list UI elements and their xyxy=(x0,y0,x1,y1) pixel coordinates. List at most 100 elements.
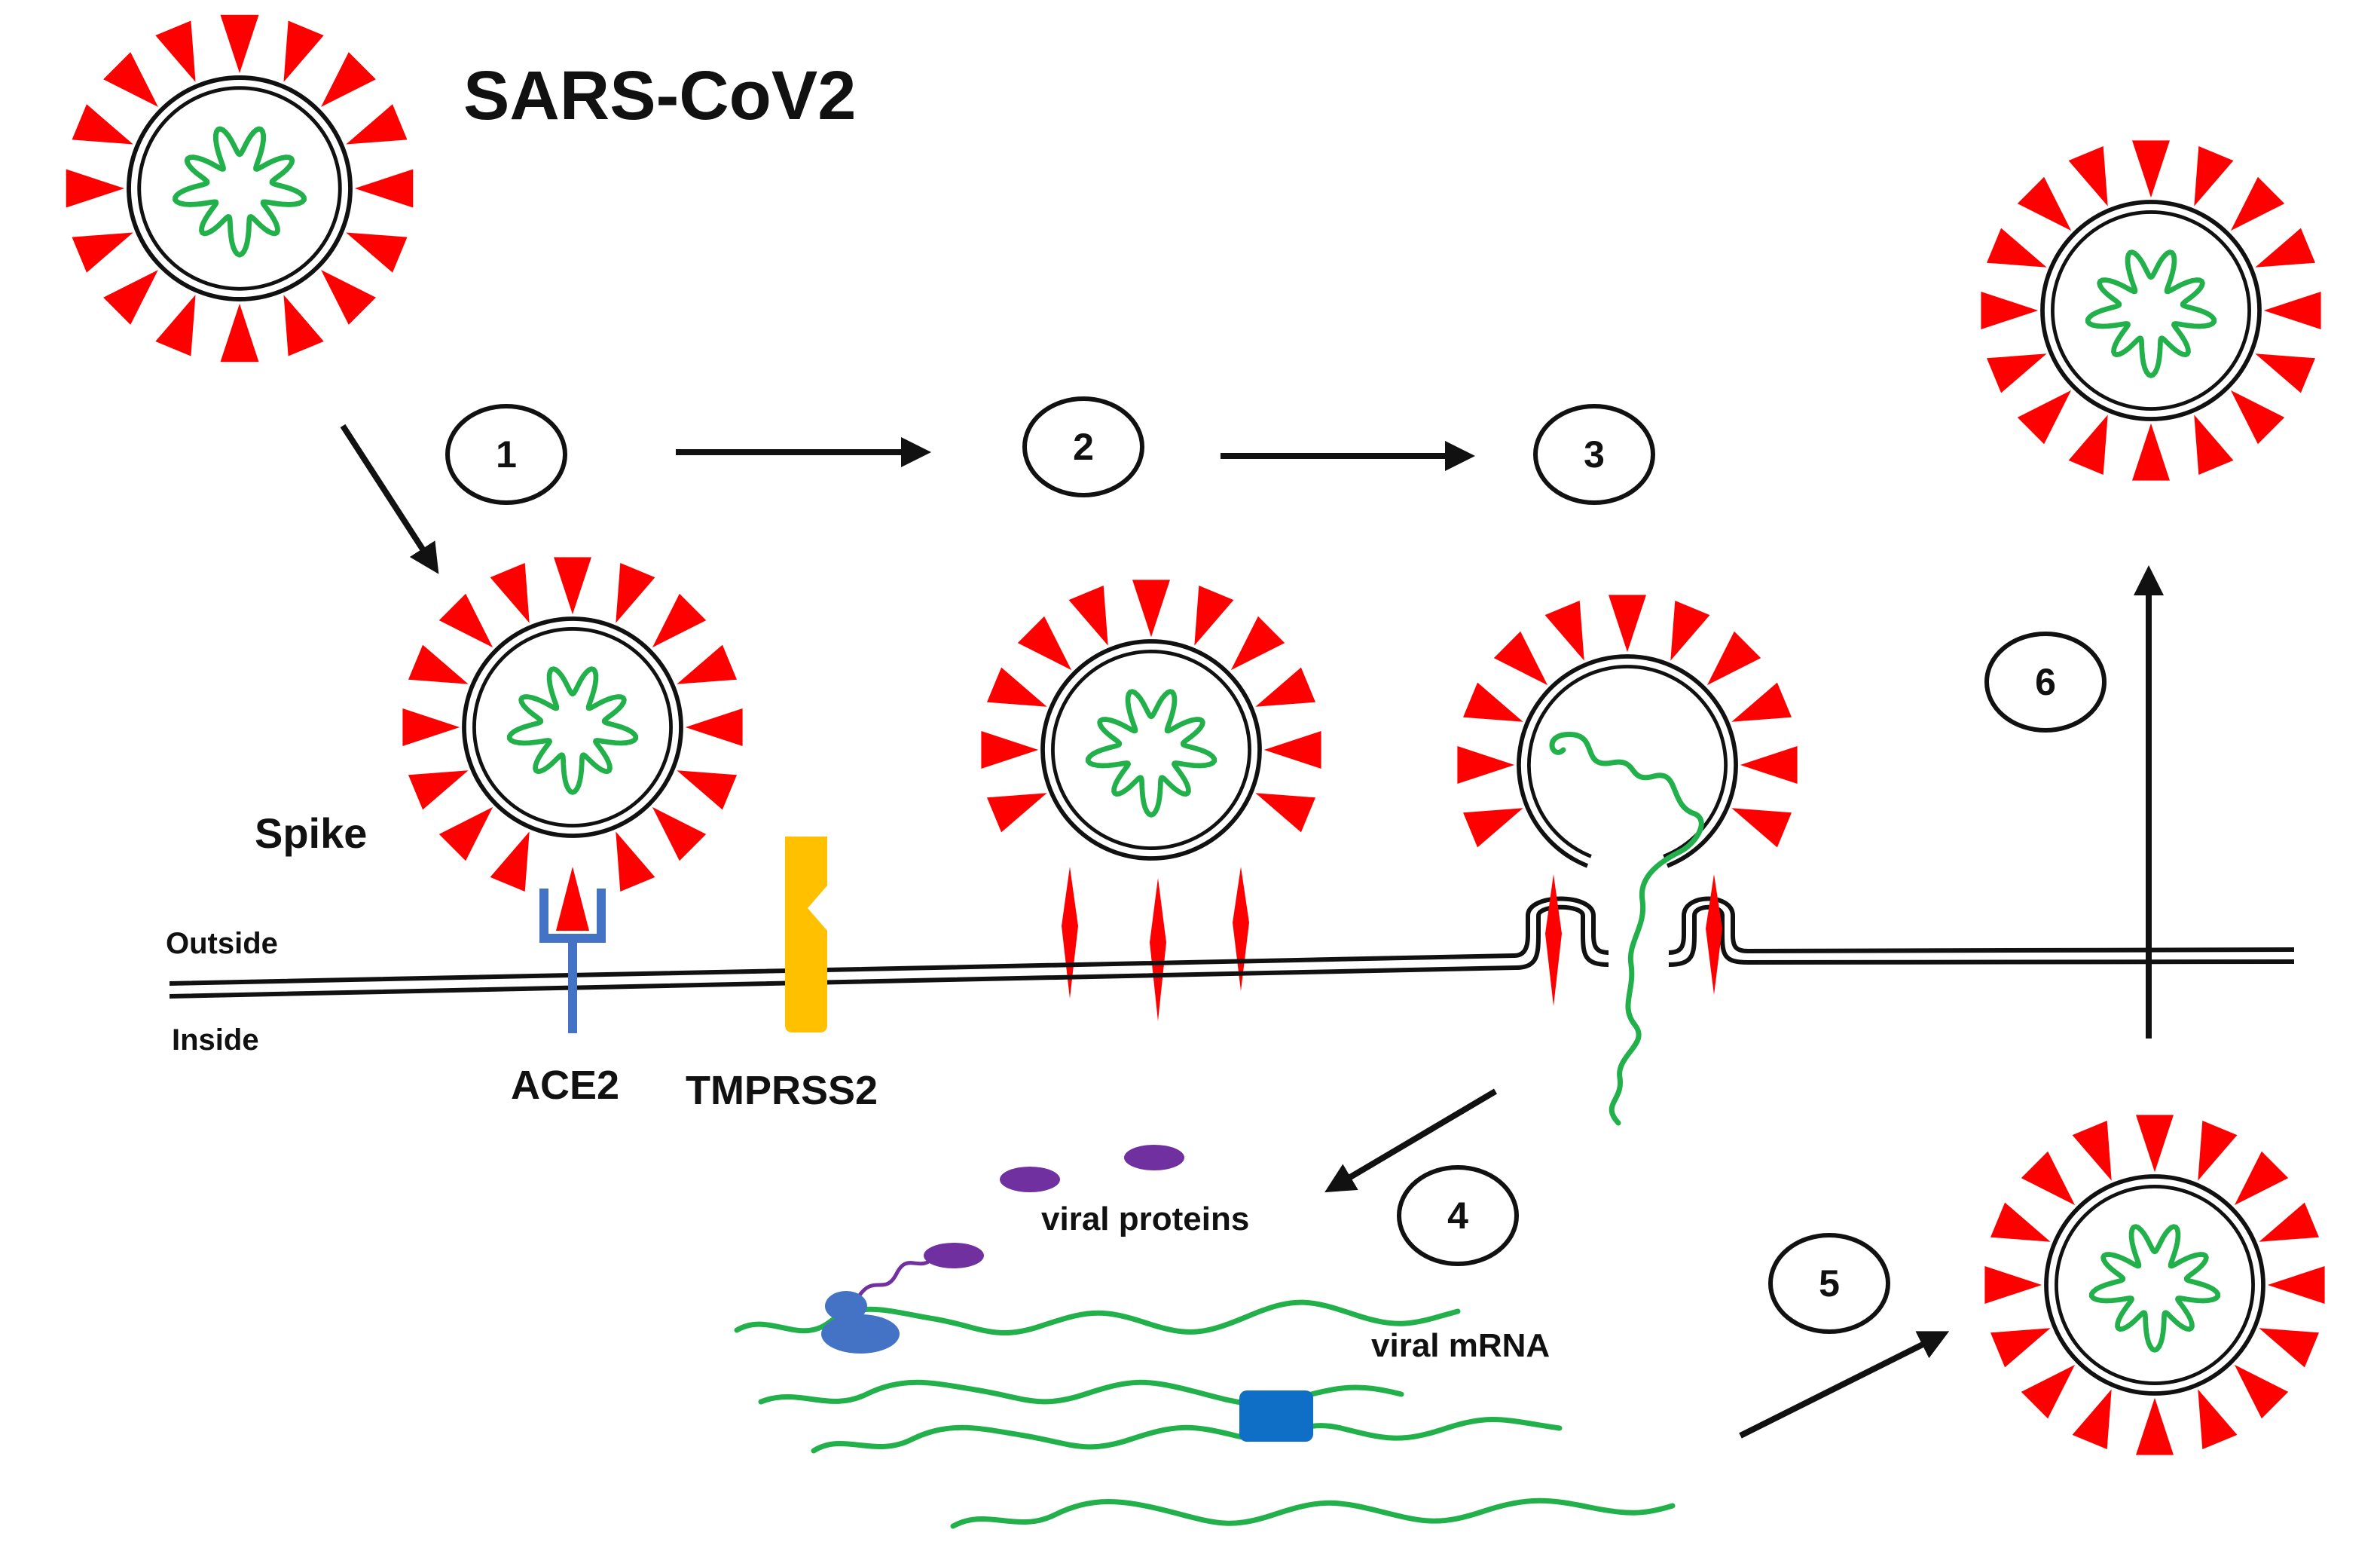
viral-envelope-inner xyxy=(2055,1185,2255,1385)
spike-protein xyxy=(987,793,1047,833)
virion-assembled xyxy=(1984,1115,2325,1455)
viral-envelope xyxy=(462,616,683,838)
diagram-title: SARS-CoV2 xyxy=(463,57,856,134)
spike-protein xyxy=(2068,146,2108,206)
spike-protein xyxy=(1990,1202,2051,1242)
spike-protein xyxy=(2017,390,2072,445)
viral-envelope-inner xyxy=(137,86,342,291)
step-marker-1: 1 xyxy=(445,404,567,505)
spike-protein xyxy=(2267,1266,2325,1304)
svg-text:2: 2 xyxy=(1073,426,1094,468)
spike-protein xyxy=(1132,580,1170,638)
spike-protein xyxy=(72,232,133,273)
spike-protein xyxy=(1255,667,1315,707)
viral-proteins-label: viral proteins xyxy=(1041,1201,1249,1237)
svg-text:5: 5 xyxy=(1819,1262,1840,1305)
spike-protein xyxy=(72,104,133,145)
ace2-receptor xyxy=(539,889,606,1033)
arrow-entry xyxy=(340,424,439,574)
spike-protein xyxy=(1987,228,2047,268)
spike-protein xyxy=(2255,353,2315,393)
step-marker-5: 5 xyxy=(1768,1233,1890,1334)
spike-protein xyxy=(616,563,655,623)
spike-protein xyxy=(2259,1328,2319,1368)
viral-envelope-open xyxy=(1517,654,1738,868)
viral-rna-genome xyxy=(1085,689,1217,818)
spike-protein xyxy=(981,731,1039,769)
spike-protein xyxy=(2198,1121,2238,1181)
viral-rna-genome xyxy=(506,666,639,795)
spike-protein xyxy=(2263,292,2321,329)
spike-protein xyxy=(103,52,158,107)
svg-text:6: 6 xyxy=(2035,661,2056,703)
virion-free xyxy=(66,14,414,362)
spike-protein xyxy=(408,770,469,810)
spike-protein xyxy=(438,593,493,648)
spike-protein xyxy=(346,104,408,145)
replication-complex xyxy=(1239,1390,1313,1442)
spike-protein xyxy=(103,270,158,325)
spike-protein xyxy=(354,169,414,208)
spike-protein xyxy=(2136,1397,2174,1455)
spike-protein xyxy=(2017,176,2072,231)
flow-arrows xyxy=(340,424,2164,1439)
spike-protein xyxy=(554,557,591,615)
fusion-spike xyxy=(1062,867,1078,999)
spike-protein xyxy=(1609,595,1646,653)
spike-protein xyxy=(1457,746,1515,784)
step-marker-6: 6 xyxy=(1984,632,2107,733)
virion-binding-ace2 xyxy=(402,557,743,892)
arrow-assembly xyxy=(1739,1331,1950,1439)
spike-protein xyxy=(490,563,530,623)
viral-rna-genome xyxy=(2088,1224,2221,1353)
spike-label: Spike xyxy=(255,809,367,857)
viral-envelope-inner xyxy=(472,627,673,827)
spike-protein xyxy=(1493,631,1548,686)
spike-protein xyxy=(2230,176,2285,231)
spike-protein xyxy=(346,232,408,273)
spike-protein xyxy=(1263,731,1321,769)
inside-label: Inside xyxy=(172,1023,259,1057)
spike-protein xyxy=(1017,616,1072,671)
spike-protein xyxy=(1981,292,2039,329)
spike-protein xyxy=(1194,586,1234,646)
spike-protein xyxy=(283,20,324,82)
virion-fusing xyxy=(1457,595,1798,1006)
spike-protein xyxy=(1463,808,1523,848)
spike-protein xyxy=(1230,616,1285,671)
viral-protein xyxy=(924,1243,984,1268)
svg-text:3: 3 xyxy=(1584,433,1605,476)
viral-envelope xyxy=(1040,639,1262,861)
spike-protein xyxy=(2259,1202,2319,1242)
viral-rna-genome xyxy=(173,126,307,258)
nascent-peptide xyxy=(857,1256,936,1298)
spike-protein xyxy=(321,52,376,107)
step-marker-2: 2 xyxy=(1022,396,1144,497)
spike-protein xyxy=(438,806,493,861)
virion-primed xyxy=(981,580,1321,1021)
viral-envelope xyxy=(2044,1174,2265,1396)
spike-protein xyxy=(2234,1151,2289,1206)
arrow-translation xyxy=(1324,1088,1498,1193)
step-marker-4: 4 xyxy=(1397,1165,1519,1266)
spike-protein xyxy=(2132,423,2170,481)
viral-mrna-label: viral mRNA xyxy=(1371,1327,1550,1364)
spike-protein xyxy=(1068,586,1108,646)
viral-rna-genome xyxy=(2085,249,2217,378)
spike-protein xyxy=(1987,353,2047,393)
spike-protein xyxy=(1706,631,1761,686)
outside-label: Outside xyxy=(166,927,278,960)
ace2-label: ACE2 xyxy=(511,1063,619,1108)
spike-protein xyxy=(685,708,743,746)
viral-protein xyxy=(1124,1145,1184,1170)
spike-protein xyxy=(1670,601,1710,661)
spike-protein xyxy=(2255,228,2315,268)
spike-protein xyxy=(1731,808,1792,848)
fusion-spike xyxy=(1545,874,1562,1006)
spike-protein xyxy=(616,831,655,892)
spike-protein xyxy=(1255,793,1315,833)
step-marker-3: 3 xyxy=(1533,404,1655,505)
released-viral-rna xyxy=(1549,732,1704,1126)
spike-protein xyxy=(2072,1121,2112,1181)
